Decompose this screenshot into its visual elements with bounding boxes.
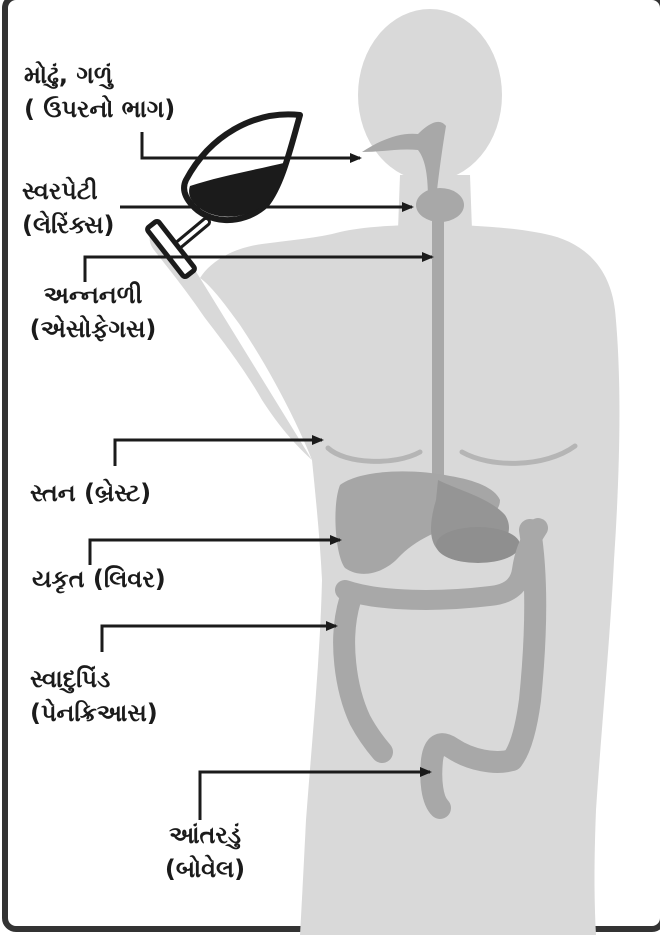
arrow-pancreas — [102, 626, 336, 652]
label-pancreas-line1: સ્વાદુપિંડ — [30, 662, 158, 696]
label-pancreas: સ્વાદુપિંડ (પેનક્રિઆસ) — [30, 662, 158, 730]
label-breast: સ્તન (બ્રેસ્ટ) — [30, 476, 151, 510]
label-bowel-line2: (બોવેલ) — [135, 852, 275, 886]
label-mouth-line2: ( ઉપરનો ભાગ) — [24, 92, 175, 126]
label-esophagus: અન્નનળી (એસોફેગસ) — [18, 278, 168, 346]
label-mouth-line1: મોઢું, ગળું — [24, 58, 175, 92]
label-mouth-throat: મોઢું, ગળું ( ઉપરનો ભાગ) — [24, 58, 175, 126]
label-bowel-line1: આંતરડું — [135, 818, 275, 852]
label-liver: યકૃત (લિવર) — [32, 562, 166, 596]
label-bowel: આંતરડું (બોવેલ) — [135, 818, 275, 886]
label-breast-line1: સ્તન (બ્રેસ્ટ) — [30, 476, 151, 510]
label-esophagus-line2: (એસોફેગસ) — [18, 312, 168, 346]
label-larynx-line2: (લેરિંક્સ) — [22, 208, 114, 242]
label-esophagus-line1: અન્નનળી — [18, 278, 168, 312]
label-larynx: સ્વરપેટી (લેરિંક્સ) — [22, 174, 114, 242]
arrow-breast — [115, 440, 322, 466]
esophagus-tube — [432, 215, 444, 490]
label-liver-line1: યકૃત (લિવર) — [32, 562, 166, 596]
label-larynx-line1: સ્વરપેટી — [22, 174, 114, 208]
pancreas-shape — [436, 527, 520, 563]
label-pancreas-line2: (પેનક્રિઆસ) — [30, 696, 158, 730]
